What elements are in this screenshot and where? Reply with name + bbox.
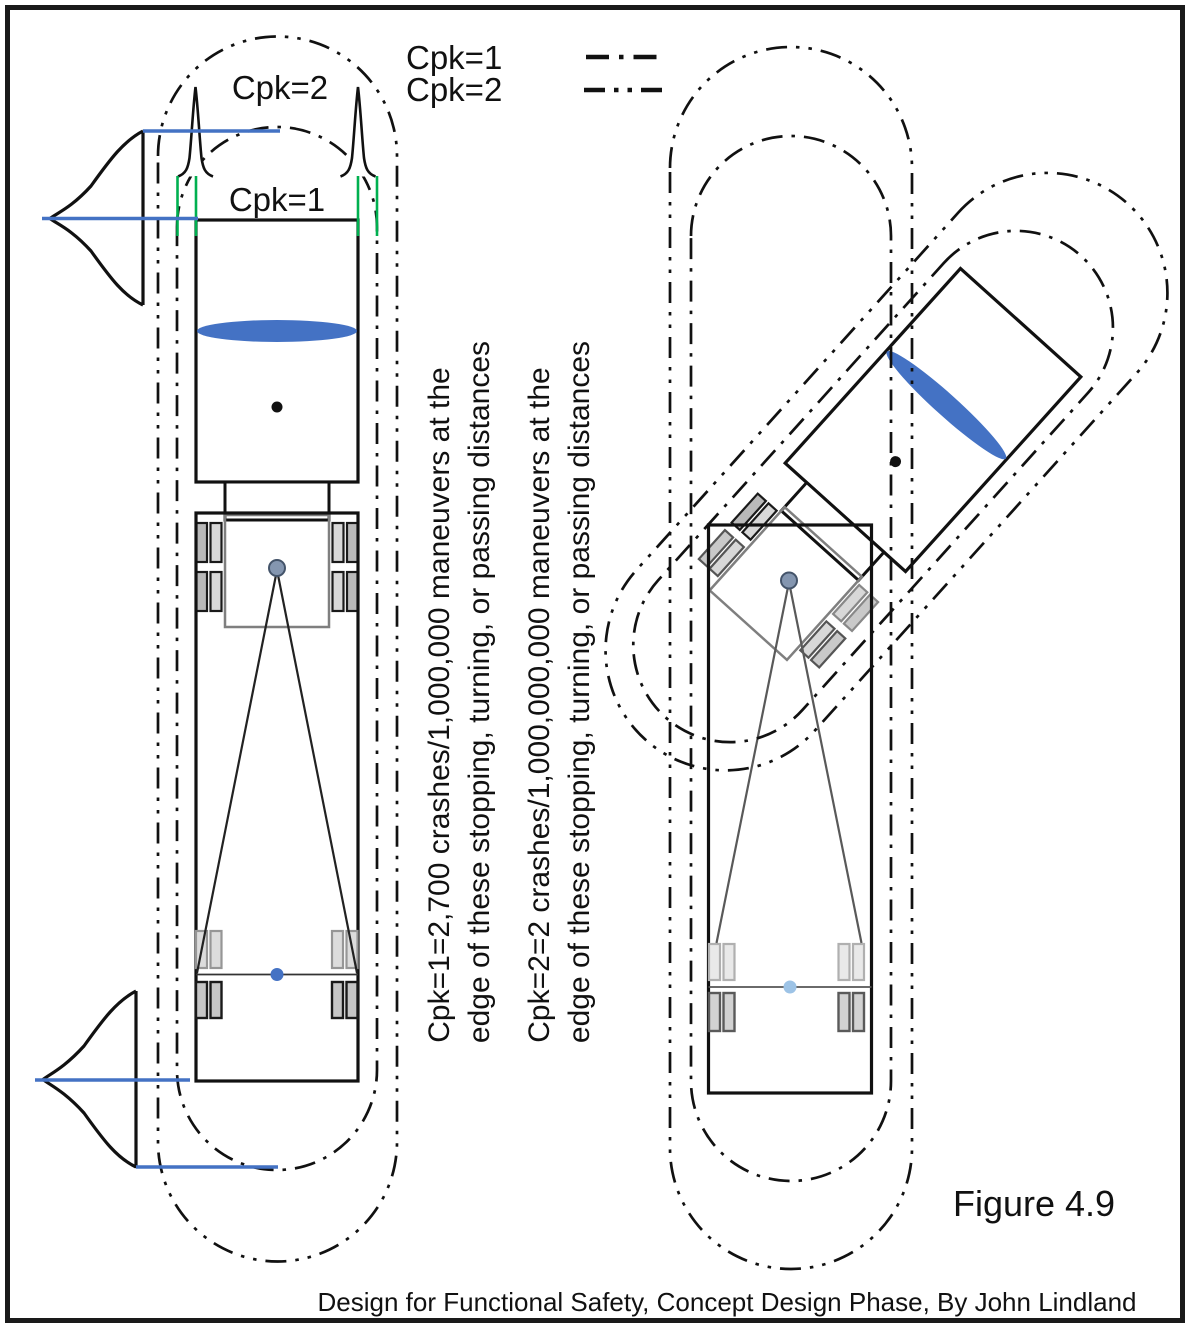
cpk1-note-line2: edge of these stopping, turning, or pass…: [463, 341, 496, 1043]
cpk1-note-line1: Cpk=1=2,700 crashes/1,000,000 maneuvers …: [423, 367, 456, 1042]
turning-envelopes: [604, 171, 1169, 772]
cpk1-label: Cpk=1: [229, 181, 325, 218]
cab-center-dot: [271, 401, 283, 413]
kingpin: [268, 559, 286, 577]
wheel: [842, 593, 880, 633]
right-scenario: [604, 45, 1169, 1271]
wheel: [345, 980, 359, 1020]
figure-label: Figure 4.9: [953, 1183, 1115, 1224]
wheel: [345, 521, 360, 564]
kingpin: [780, 571, 798, 590]
rear-axle-center-dot: [783, 980, 797, 994]
windshield: [886, 350, 1007, 460]
cpk2-envelope: [668, 45, 914, 1271]
cab-center-dot: [890, 456, 902, 468]
wheel: [209, 521, 223, 564]
wheel: [330, 929, 345, 970]
cpk2-turn-envelope: [604, 171, 1169, 772]
wheel: [722, 942, 736, 982]
legend: Cpk=1 Cpk=2: [406, 39, 665, 108]
trailer-outline: [194, 511, 360, 1083]
wheel: [194, 980, 209, 1020]
rear-axle-center-dot: [270, 968, 284, 981]
cpk2-envelope: [156, 35, 399, 1263]
wheel: [708, 538, 746, 578]
position-distribution-spike: [339, 86, 377, 178]
windshield: [197, 320, 357, 342]
cpk2-note-line1: Cpk=2=2 crashes/1,000,000,000 maneuvers …: [523, 367, 556, 1042]
trailer-outline: [706, 523, 874, 1095]
tractor-straight: [194, 218, 360, 629]
figure-border: [5, 5, 1185, 1323]
cpk2-note-line2: edge of these stopping, turning, or pass…: [563, 341, 596, 1043]
wheel: [209, 570, 223, 613]
wheel: [837, 991, 851, 1033]
left-scenario: Cpk=2 Cpk=1: [35, 35, 399, 1263]
wheel: [331, 521, 345, 564]
wheel: [345, 570, 360, 613]
trailer-swing-lines: [715, 581, 863, 944]
figure-caption: Design for Functional Safety, Concept De…: [318, 1287, 1137, 1317]
wheel: [330, 980, 345, 1020]
wheel: [707, 991, 722, 1033]
wheel: [194, 570, 209, 613]
cpk1-envelope: [175, 125, 379, 1172]
wheel: [331, 570, 345, 613]
wheel: [209, 980, 223, 1020]
cpk2-label: Cpk=2: [232, 69, 328, 106]
rate-annotations: Cpk=1=2,700 crashes/1,000,000 maneuvers …: [423, 341, 596, 1043]
legend-label-cpk1: Cpk=1: [406, 39, 502, 76]
fifth-wheel-plate: [707, 505, 864, 662]
wheel: [837, 942, 851, 982]
wheel: [707, 942, 722, 982]
fifth-wheel-plate: [223, 513, 331, 629]
cpk1-envelope: [689, 134, 893, 1183]
wheel: [722, 991, 736, 1033]
wheel: [851, 991, 866, 1033]
truck-cab: [194, 218, 360, 484]
wheel: [831, 583, 869, 623]
cpk1-turn-envelope: [631, 229, 1115, 744]
legend-label-cpk2: Cpk=2: [406, 71, 502, 108]
trailer-swing-lines: [195, 569, 359, 974]
wheel: [851, 942, 866, 982]
wheel: [209, 929, 223, 970]
wheel: [809, 629, 847, 669]
wheel: [194, 521, 209, 564]
